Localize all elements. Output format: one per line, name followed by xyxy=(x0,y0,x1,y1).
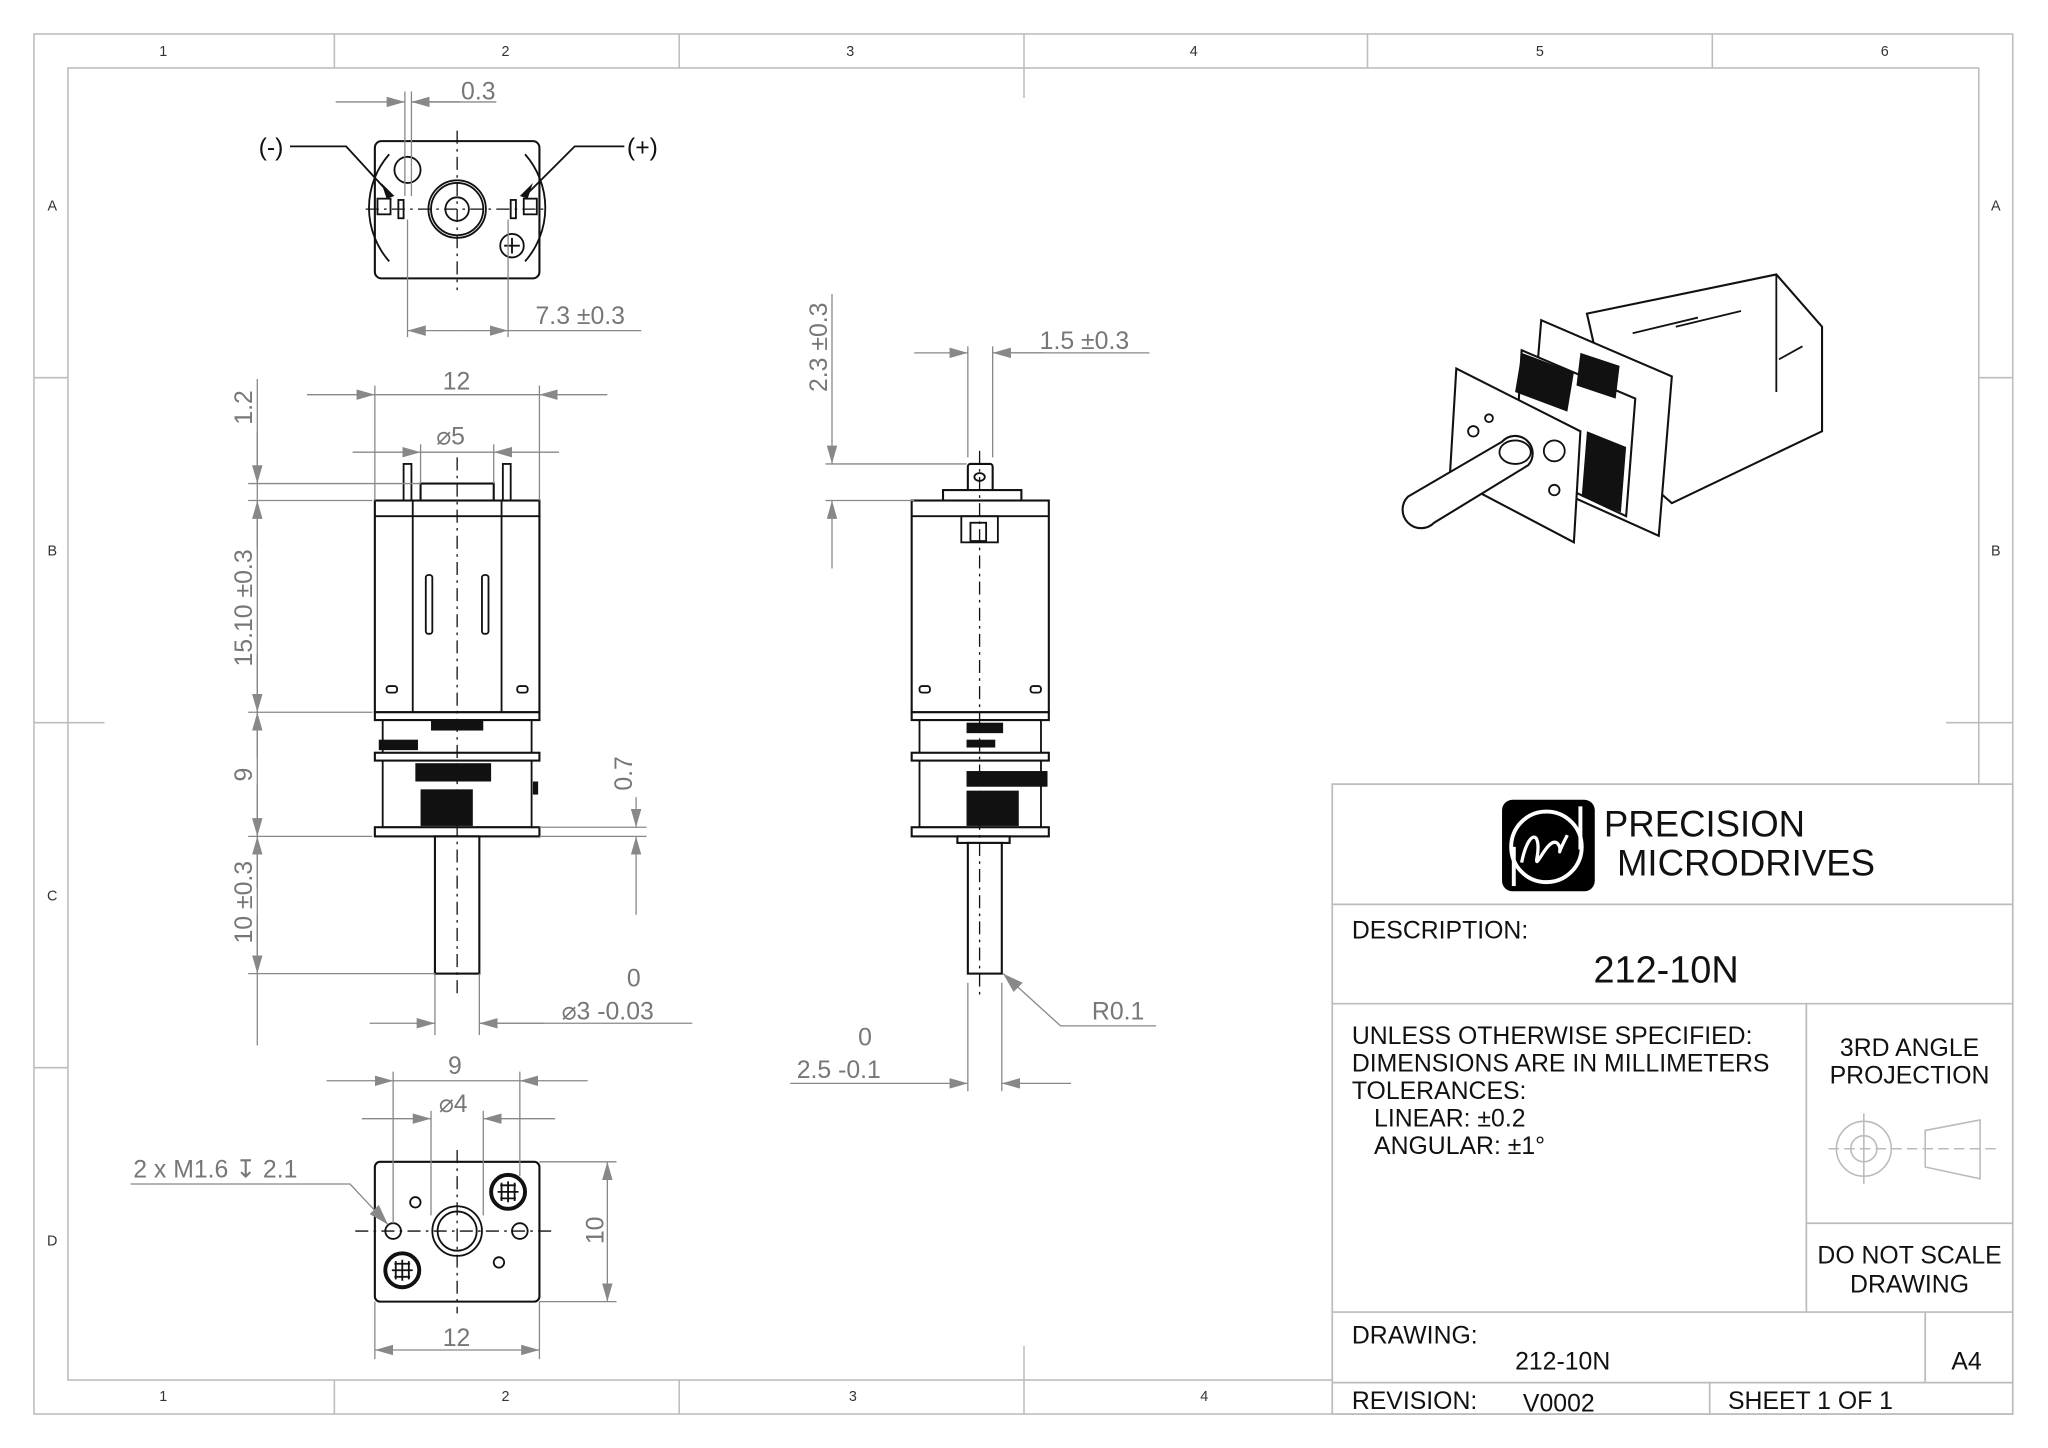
revision-label: REVISION: xyxy=(1352,1388,1477,1415)
dim-hole-spacing: 9 xyxy=(448,1053,462,1080)
zone-col-3-bottom: 3 xyxy=(849,1389,857,1405)
dim-width-12-bottom: 12 xyxy=(443,1325,471,1352)
note-line-1: UNLESS OTHERWISE SPECIFIED: xyxy=(1352,1023,1753,1050)
top-view: 0.3 7.3 ±0.3 (-) (+) xyxy=(259,78,658,338)
zone-col-2: 2 xyxy=(501,44,509,60)
zone-col-1: 1 xyxy=(159,44,167,60)
zone-col-5: 5 xyxy=(1536,44,1544,60)
third-angle-projection-symbol xyxy=(1828,1113,1996,1185)
front-view: 12 ⌀5 1.2 15.10 ±0.3 9 10 ±0.3 0.7 0 ⌀3 … xyxy=(231,368,693,1046)
side-view: 1.5 ±0.3 2.3 ±0.3 R0.1 0 2.5 -0.1 xyxy=(790,294,1156,1092)
zone-col-4: 4 xyxy=(1190,44,1198,60)
dim-tab-width: 1.5 ±0.3 xyxy=(1040,328,1129,355)
dim-gearbox-length: 9 xyxy=(231,768,258,782)
terminal-minus-label: (-) xyxy=(259,135,284,162)
note-line-5: ANGULAR: ±1° xyxy=(1374,1133,1545,1160)
terminal-plus-label: (+) xyxy=(627,135,658,162)
company-name-line1: PRECISION xyxy=(1604,803,1805,844)
dim-shaft-tol-upper: 0 xyxy=(627,966,641,993)
description-value: 212-10N xyxy=(1593,950,1738,992)
dim-motor-length: 15.10 ±0.3 xyxy=(231,549,258,666)
zone-row-d: D xyxy=(47,1233,57,1249)
bottom-view: 9 ⌀4 10 12 2 x M1.6 ↧ 2.1 xyxy=(130,1053,617,1360)
note-line-3: TOLERANCES: xyxy=(1352,1078,1527,1105)
zone-col-6: 6 xyxy=(1881,44,1889,60)
company-name-line2: MICRODRIVES xyxy=(1617,843,1875,884)
zone-col-4-bottom: 4 xyxy=(1200,1389,1208,1405)
dim-bore-diameter: ⌀4 xyxy=(439,1091,468,1118)
sheet-frame: 1 2 3 4 5 6 1 2 3 4 A B C D A B xyxy=(33,33,2014,1415)
sheet-size: A4 xyxy=(1951,1349,1982,1376)
drawing-label: DRAWING: xyxy=(1352,1322,1478,1349)
dim-terminal-spacing: 7.3 ±0.3 xyxy=(536,303,625,330)
dim-plate: 0.7 xyxy=(611,756,638,791)
note-line-4: LINEAR: ±0.2 xyxy=(1374,1106,1525,1133)
dim-boss-height: 1.2 xyxy=(231,390,258,425)
dim-boss-diameter: ⌀5 xyxy=(436,423,465,450)
dim-flat: 2.5 -0.1 xyxy=(797,1057,881,1084)
sheet-number: SHEET 1 OF 1 xyxy=(1728,1388,1893,1415)
zone-row-b-right: B xyxy=(1991,543,2001,559)
dim-tab-height: 2.3 ±0.3 xyxy=(806,303,833,393)
isometric-view xyxy=(1401,273,1824,545)
zone-row-c: C xyxy=(47,888,57,904)
title-block: PRECISION MICRODRIVES DESCRIPTION: 212-1… xyxy=(1331,783,2014,1417)
dim-shaft-length: 10 ±0.3 xyxy=(231,861,258,944)
dim-terminal-width: 0.3 xyxy=(461,78,495,105)
thread-note: 2 x M1.6 ↧ 2.1 xyxy=(133,1156,297,1183)
drawing-value: 212-10N xyxy=(1515,1349,1610,1376)
dim-radius: R0.1 xyxy=(1092,998,1144,1025)
projection-line-2: PROJECTION xyxy=(1830,1062,1990,1089)
description-label: DESCRIPTION: xyxy=(1352,917,1528,944)
dim-width-12: 12 xyxy=(443,368,471,395)
company-logo xyxy=(1502,799,1595,892)
do-not-scale-line-2: DRAWING xyxy=(1850,1271,1969,1298)
projection-line-1: 3RD ANGLE xyxy=(1840,1035,1979,1062)
zone-col-1-bottom: 1 xyxy=(159,1389,167,1405)
revision-value: V0002 xyxy=(1523,1390,1595,1417)
dim-height-10: 10 xyxy=(582,1217,609,1245)
dim-shaft-diameter: ⌀3 -0.03 xyxy=(562,998,654,1025)
note-line-2: DIMENSIONS ARE IN MILLIMETERS xyxy=(1352,1051,1770,1078)
zone-row-a: A xyxy=(47,198,57,214)
zone-col-3: 3 xyxy=(846,44,854,60)
do-not-scale-line-1: DO NOT SCALE xyxy=(1817,1243,2001,1270)
zone-row-a-right: A xyxy=(1991,198,2001,214)
dim-flat-tol-upper: 0 xyxy=(858,1024,872,1051)
zone-row-b: B xyxy=(47,543,57,559)
zone-col-2-bottom: 2 xyxy=(501,1389,509,1405)
